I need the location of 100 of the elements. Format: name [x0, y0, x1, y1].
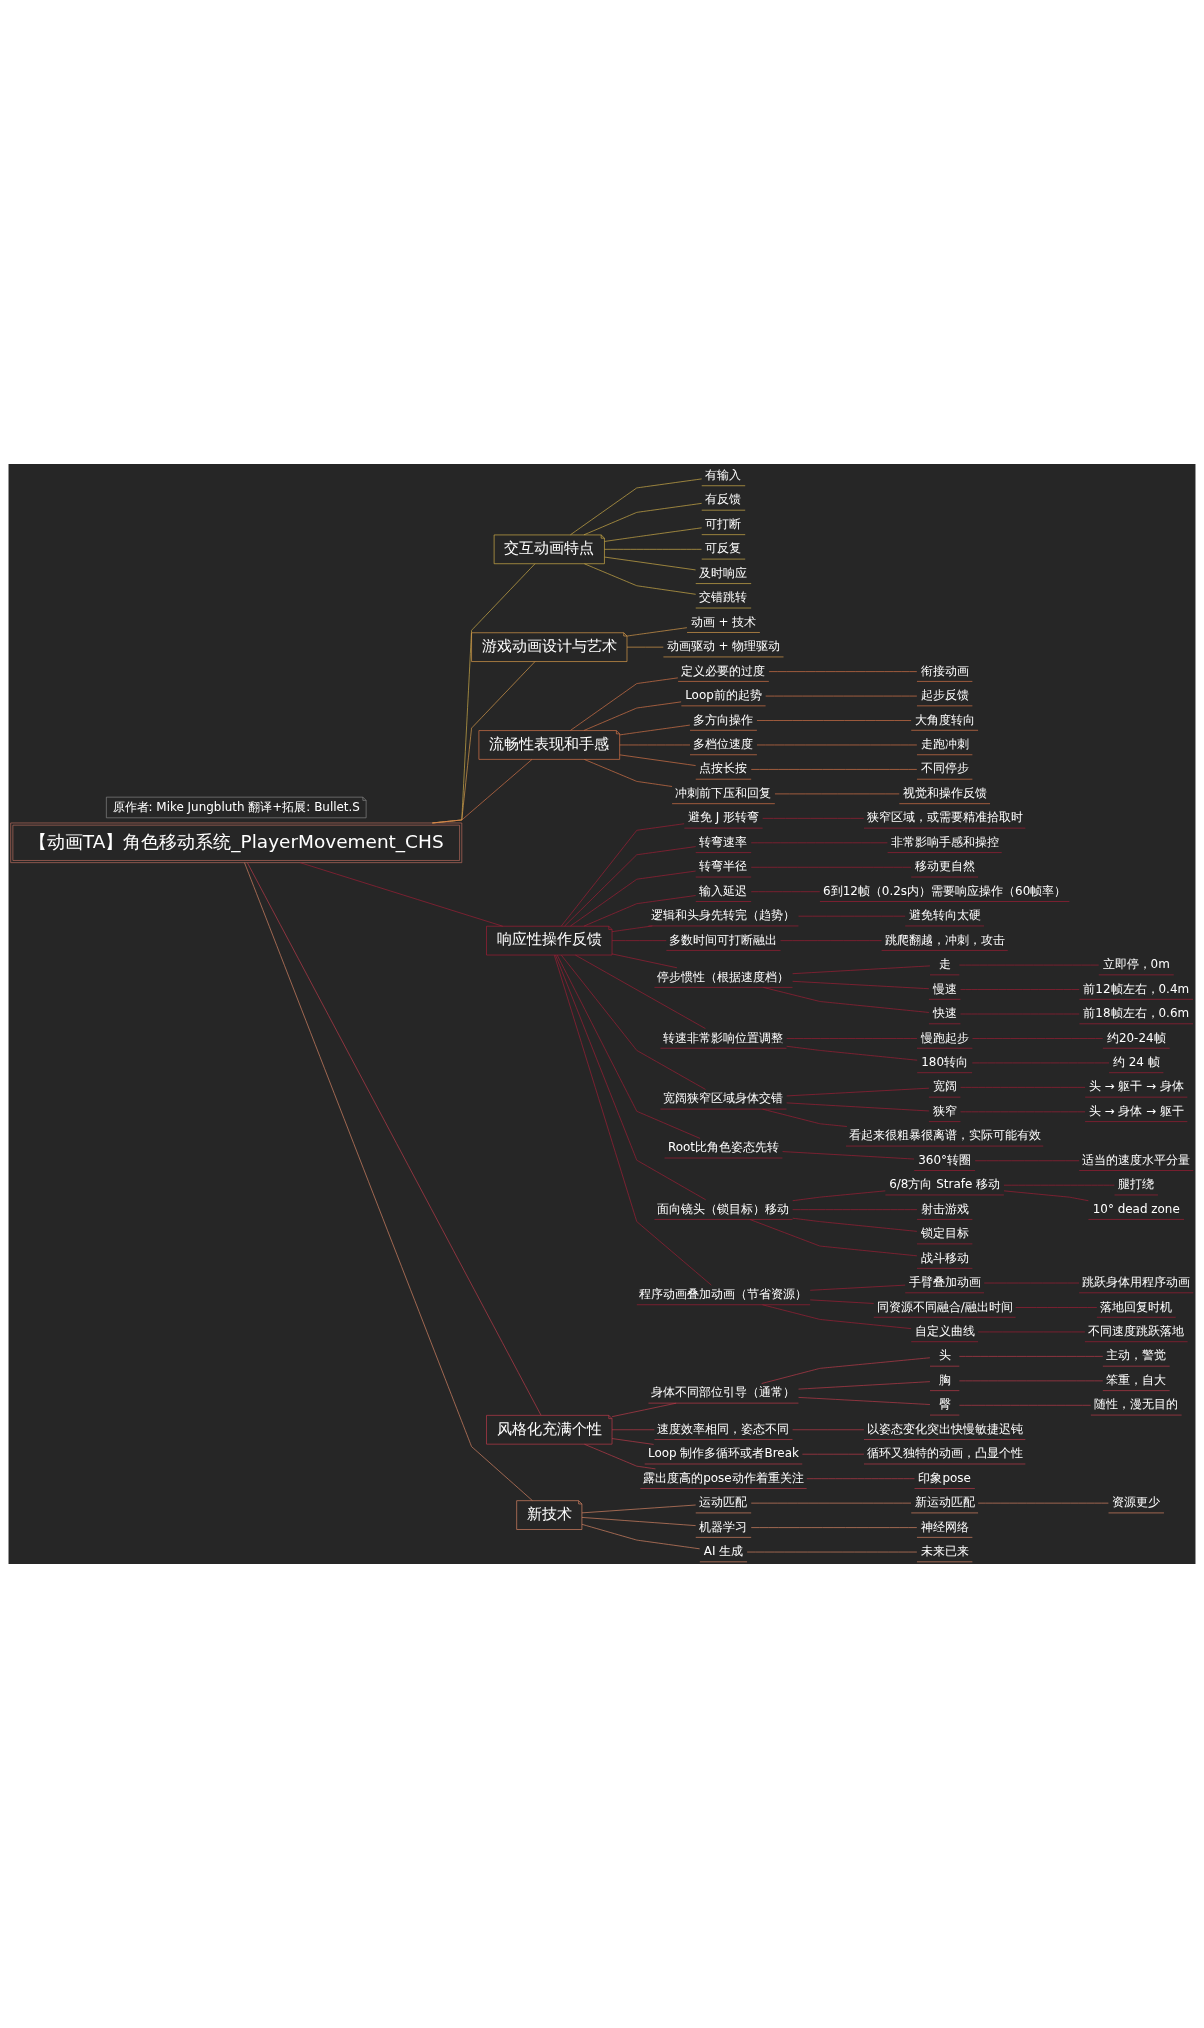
connector	[792, 1190, 886, 1202]
node-text: 适当的速度水平分量	[1082, 1152, 1191, 1167]
node-text: 不同停步	[920, 761, 969, 776]
node-text: 多档位速度	[693, 737, 754, 752]
node-text: 战斗移动	[920, 1250, 969, 1265]
connector	[782, 1151, 915, 1160]
node-text: 可打断	[705, 516, 742, 531]
connector	[556, 954, 701, 1139]
connector	[244, 862, 533, 1501]
connector	[611, 940, 667, 941]
connector	[1015, 1307, 1098, 1308]
node-text: 未来已来	[920, 1544, 969, 1559]
connector	[750, 891, 821, 893]
connector	[762, 1304, 912, 1329]
connector	[564, 846, 696, 927]
node-text: 6/8方向 Strafe 移动	[889, 1177, 1001, 1192]
node-text: 露出度高的pose动作着重关注	[643, 1470, 804, 1485]
connector	[611, 1429, 655, 1431]
node-text: 多数时间可打断融出	[669, 932, 778, 947]
node-text: 跳爬翻越，冲刺，攻击	[884, 932, 1005, 947]
connector	[972, 1038, 1104, 1039]
node-text: 印象pose	[918, 1470, 971, 1485]
connector	[1003, 1184, 1115, 1186]
connector	[583, 503, 702, 536]
connector	[584, 563, 696, 595]
connector	[792, 1429, 865, 1431]
connector	[960, 1013, 1080, 1015]
node-text: 立即停，0m	[1102, 957, 1170, 972]
connector	[806, 1478, 915, 1479]
node-text: 同资源不同融合/融出时间	[876, 1299, 1013, 1314]
connector	[959, 1404, 1092, 1406]
connector	[583, 895, 696, 927]
connector	[786, 1102, 930, 1112]
node-text: 走	[938, 957, 951, 972]
node-text: 停步惯性（根据速度档）	[657, 969, 790, 984]
node-text: 360°转圈	[918, 1152, 972, 1167]
node-text: Loop 制作多循环或者Break	[648, 1446, 799, 1461]
node-text: 走跑冲刺	[920, 737, 969, 752]
connector	[798, 1381, 931, 1390]
node-text: 快速	[932, 1006, 957, 1021]
connector	[749, 1219, 918, 1257]
connector	[792, 981, 930, 990]
connector	[554, 954, 712, 1286]
node-text: 臀	[938, 1397, 951, 1412]
connector	[792, 1209, 918, 1210]
node-text: 有输入	[705, 468, 742, 482]
node-text: Root比角色姿态先转	[667, 1140, 779, 1155]
node-text: Loop前的起势	[685, 688, 762, 703]
connector	[971, 1062, 1110, 1064]
connector	[583, 701, 682, 731]
node-text: 输入延迟	[699, 883, 748, 898]
connector	[960, 989, 1080, 990]
connector	[432, 759, 533, 824]
node-text: 头 → 躯干 → 身体	[1088, 1079, 1184, 1094]
node-text: 射击游戏	[920, 1201, 969, 1216]
node-text: 逻辑和头身先转完（趋势）	[651, 908, 796, 923]
node-text: 动画 + 技术	[690, 614, 757, 629]
connector	[762, 987, 930, 1013]
connector	[750, 866, 912, 868]
connector	[750, 842, 888, 844]
connector	[959, 964, 1100, 966]
connector	[750, 1527, 918, 1528]
node-text: 及时响应	[699, 565, 748, 580]
node-text: 不同速度跳跃落地	[1088, 1323, 1185, 1338]
connector	[780, 940, 882, 941]
node-text: 跳跃身体用程序动画	[1082, 1275, 1191, 1290]
node-text: 头	[938, 1348, 951, 1363]
node-text: 前18帧左右，0.6m	[1083, 1006, 1190, 1021]
node-text: 新运动匹配	[914, 1495, 975, 1510]
node-text: 动画驱动 + 物理驱动	[666, 639, 781, 654]
node-text: 交错跳转	[699, 590, 748, 605]
node-text: 自定义曲线	[914, 1323, 975, 1338]
node-text: 头 → 身体 → 躯干	[1088, 1103, 1184, 1118]
connector	[756, 720, 912, 721]
connector	[581, 1517, 696, 1526]
node-text: 主动，警觉	[1106, 1348, 1167, 1363]
connector	[809, 1284, 906, 1291]
node-text: 随性，漫无目的	[1094, 1397, 1179, 1412]
node-text: 身体不同部位引导（通常）	[651, 1385, 796, 1400]
connector	[584, 1443, 656, 1470]
connector	[604, 527, 702, 542]
connector	[786, 1087, 930, 1097]
node-text: 避免 J 形转弯	[687, 810, 760, 825]
connector	[798, 1397, 931, 1405]
connector	[983, 1282, 1080, 1284]
connector	[604, 556, 696, 571]
connector	[575, 954, 706, 1029]
connector	[581, 1504, 696, 1514]
node-text: 约20-24帧	[1106, 1030, 1166, 1045]
connector	[762, 818, 865, 819]
connector	[1003, 1190, 1089, 1202]
connector	[786, 1038, 918, 1039]
node-text: 程序动画叠加动画（节省资源）	[639, 1287, 808, 1302]
connector	[611, 925, 653, 932]
node-text: 180转向	[921, 1054, 969, 1069]
connector	[247, 862, 542, 1416]
connector	[561, 954, 706, 1090]
node-text: 胸	[938, 1372, 951, 1387]
node-text: 循环又独特的动画，凸显个性	[866, 1446, 1023, 1461]
node-text: 冲刺前下压和回复	[675, 785, 772, 800]
